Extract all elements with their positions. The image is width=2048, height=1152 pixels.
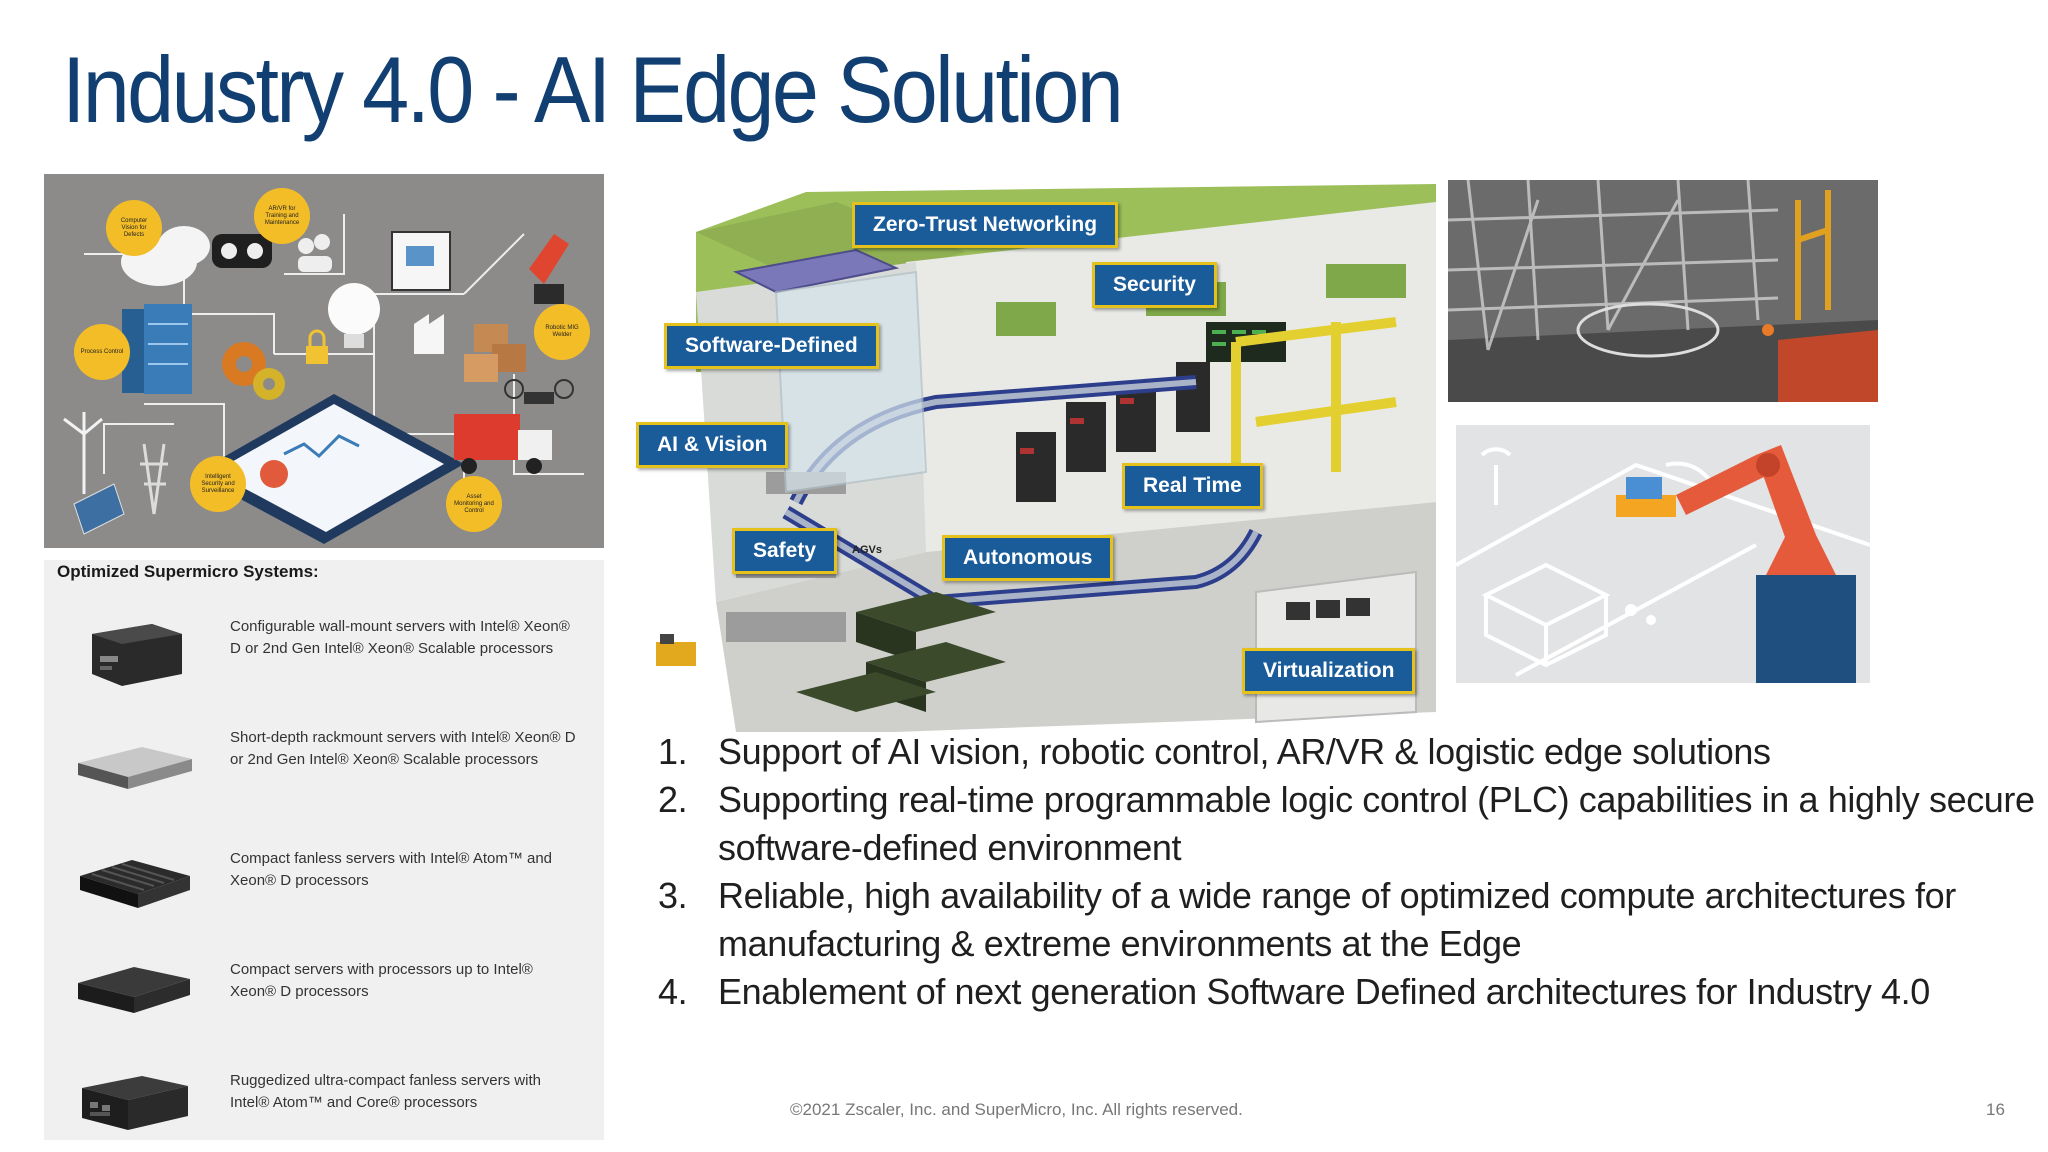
infographic-badge-computer-vision: Computer Vision for Defects (106, 200, 162, 256)
ruggedized-server-image (82, 1076, 188, 1130)
compact-server-image (78, 967, 190, 1013)
infographic-badge-robotic-welder: Robotic MIG Welder (534, 304, 590, 360)
system-description: Short-depth rackmount servers with Intel… (230, 729, 576, 768)
system-description: Configurable wall-mount servers with Int… (230, 618, 570, 657)
infographic-badge-security: Intelligent Security and Surveillance (190, 456, 246, 512)
page-number: 16 (1986, 1100, 2005, 1119)
infographic-badge-process-control: Process Control (74, 324, 130, 380)
callout-virtualization: Virtualization (1242, 648, 1416, 694)
callout-security: Security (1092, 262, 1217, 308)
system-item: Compact fanless servers with Intel® Atom… (44, 826, 604, 926)
key-point: 1.Support of AI vision, robotic control,… (658, 731, 1771, 772)
system-item: Configurable wall-mount servers with Int… (44, 604, 604, 704)
rackmount-server-image (78, 747, 192, 789)
system-item: Compact servers with processors up to In… (44, 937, 604, 1037)
callout-software-defined: Software-Defined (664, 323, 879, 369)
key-point: 2.Supporting real-time programmable logi… (658, 779, 2035, 868)
system-item: Ruggedized ultra-compact fanless servers… (44, 1048, 604, 1148)
wall-mount-server-image (92, 624, 182, 686)
copyright-footer: ©2021 Zscaler, Inc. and SuperMicro, Inc.… (790, 1100, 1243, 1119)
agv-label: AGVs (852, 544, 882, 556)
callout-autonomous: Autonomous (942, 535, 1114, 581)
robotic-arm-illustration (1456, 425, 1870, 683)
callout-safety: Safety (732, 528, 838, 574)
smart-factory-illustration: Zero-Trust Networking Security Software-… (636, 172, 1436, 732)
system-description: Compact servers with processors up to In… (230, 961, 533, 1000)
industry-infographic: Computer Vision for Defects AR/VR for Tr… (44, 174, 604, 548)
callout-ai-vision: AI & Vision (636, 422, 789, 468)
industrial-site-photo (1448, 180, 1878, 402)
infographic-badge-asset-monitoring: Asset Monitoring and Control (446, 476, 502, 532)
supermicro-systems-panel: Optimized Supermicro Systems: Configurab… (44, 560, 604, 1140)
callout-real-time: Real Time (1122, 463, 1263, 509)
key-point: 3.Reliable, high availability of a wide … (658, 875, 1956, 964)
key-point: 4.Enablement of next generation Software… (658, 971, 1930, 1012)
callout-zero-trust-networking: Zero-Trust Networking (852, 202, 1119, 248)
key-points-list: 1.Support of AI vision, robotic control,… (650, 728, 2040, 1016)
system-item: Short-depth rackmount servers with Intel… (44, 715, 604, 815)
system-description: Compact fanless servers with Intel® Atom… (230, 850, 553, 889)
fanless-server-image (80, 860, 190, 908)
system-description: Ruggedized ultra-compact fanless servers… (230, 1072, 541, 1111)
slide-title: Industry 4.0 - AI Edge Solution (62, 37, 1124, 142)
systems-heading: Optimized Supermicro Systems: (57, 562, 319, 581)
infographic-badge-arvr: AR/VR for Training and Maintenance (254, 188, 310, 244)
